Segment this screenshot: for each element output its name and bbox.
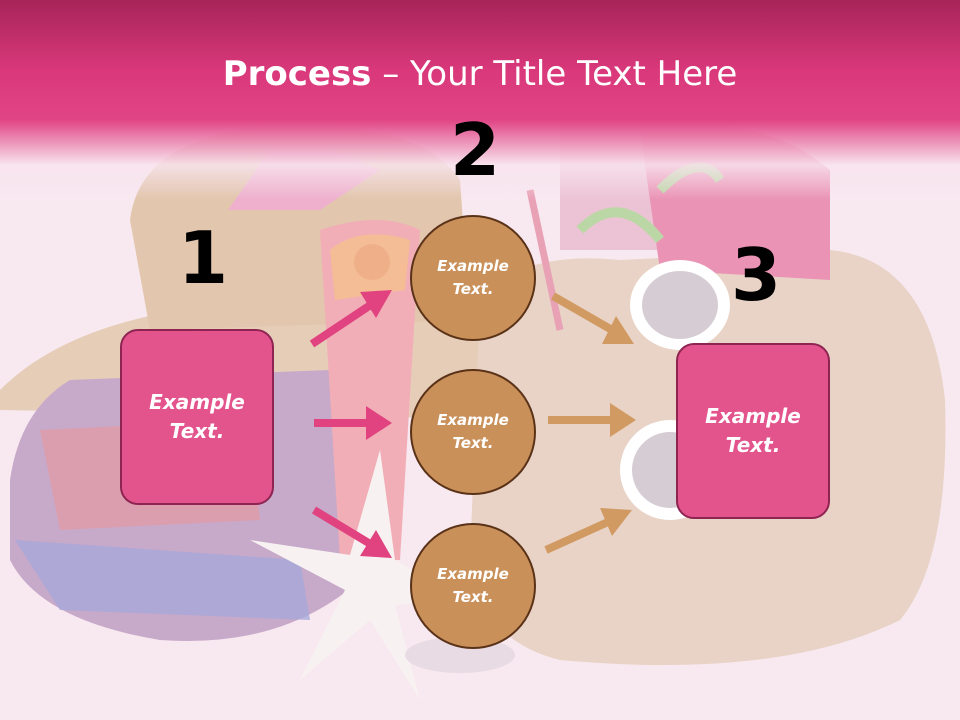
starfish: [250, 450, 470, 700]
arrow-down-right-pink: [311, 506, 392, 558]
arrow-up-right-tan: [544, 508, 632, 554]
arrow-right-pink: [314, 406, 392, 440]
title-rest: – Your Title Text Here: [371, 54, 738, 94]
header-band: [0, 0, 960, 200]
arrow-up-right-pink: [309, 290, 392, 348]
drink-glass: [320, 220, 420, 560]
step-number-2: 2: [450, 108, 501, 192]
pink-arrows: [309, 290, 392, 558]
step-number-1: 1: [178, 216, 229, 300]
slide-title: Process – Your Title Text Here: [0, 54, 960, 94]
arrow-down-right-tan: [551, 292, 634, 344]
arrow-right-tan: [548, 403, 636, 437]
tan-arrows: [544, 292, 636, 554]
step-number-3: 3: [731, 233, 782, 317]
title-strong: Process: [222, 54, 372, 94]
